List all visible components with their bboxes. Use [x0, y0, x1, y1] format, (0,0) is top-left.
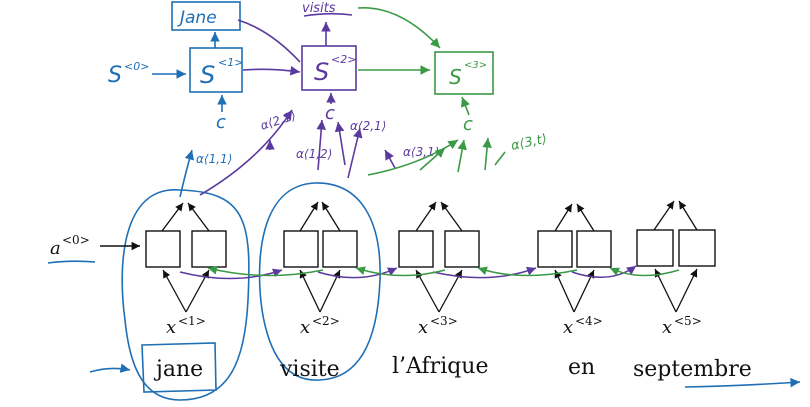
encoder-arrows	[161, 200, 698, 313]
green-attn-e	[494, 151, 506, 166]
bottom-right-arrow	[684, 377, 801, 388]
alpha11-label: α⟨1,1⟩	[196, 152, 232, 166]
x3-label: x	[418, 317, 428, 338]
s3-box	[434, 51, 494, 95]
decoder-step-2	[199, 12, 396, 196]
a0-label: a	[50, 238, 61, 259]
x2-label: x	[300, 317, 310, 338]
fwd-2-3	[317, 267, 398, 279]
c1-label: c	[216, 112, 226, 133]
fwd-1-2	[179, 268, 283, 280]
green-attn-b	[419, 147, 446, 171]
attention-oval-1	[121, 189, 250, 401]
left-arrow-squiggle	[89, 363, 131, 373]
bwd-cell-4	[576, 230, 612, 268]
visits-underline	[303, 12, 353, 17]
c2-label: c	[325, 103, 335, 124]
green-attn-d	[482, 137, 492, 171]
green-attn-a	[367, 139, 459, 176]
jane-box	[141, 342, 217, 393]
alpha-line-a	[316, 119, 327, 171]
x5-label: x	[662, 317, 672, 338]
fwd-3-4	[432, 266, 537, 279]
fwd-cell-4	[537, 230, 573, 268]
x1-label: x	[166, 317, 176, 338]
word-4: en	[568, 355, 595, 380]
x2-sup: <2>	[312, 314, 340, 328]
x5-sup: <5>	[674, 314, 702, 328]
s2-sup: <2>	[331, 53, 356, 66]
x1-sup: <1>	[178, 314, 206, 328]
x4-label: x	[563, 317, 573, 338]
x3-sup: <3>	[430, 314, 458, 328]
alpha-1-1-label: α⟨2,1⟩	[350, 119, 386, 133]
s2-label: S	[314, 58, 329, 86]
alpha-line-b	[334, 121, 346, 166]
s1-sup: <1>	[218, 56, 243, 69]
word-5: septembre	[633, 357, 752, 382]
c3-to-s3-arrow	[461, 96, 470, 116]
alpha21-arrow	[199, 109, 293, 196]
alpha-line-d	[384, 149, 396, 169]
c3-label: c	[463, 114, 473, 135]
s1-to-s2-arrow	[242, 65, 301, 76]
bwd-3-2	[355, 266, 446, 277]
bwd-4-3	[477, 266, 578, 277]
s3-sup: <3>	[464, 60, 487, 71]
s1-label: S	[200, 61, 215, 89]
bwd-cell-1	[191, 230, 227, 268]
s2-box	[301, 45, 357, 91]
s3-label: S	[449, 65, 462, 89]
word-3: l’Afrique	[392, 354, 489, 379]
word-2: visite	[279, 357, 340, 382]
s0-label: S	[108, 63, 122, 88]
output-word-box	[171, 1, 241, 31]
fwd-cell-3	[398, 230, 434, 268]
green-attn-c	[457, 139, 467, 173]
recurrent-connections	[179, 265, 680, 280]
alpha12-label: α⟨1,2⟩	[296, 147, 332, 161]
bwd-cell-2	[322, 230, 358, 268]
bwd-5-4	[609, 267, 680, 277]
fwd-4-5	[571, 265, 637, 278]
visits-to-s3	[357, 7, 441, 49]
output-word: Jane	[177, 8, 217, 28]
alpha3t-label: α⟨3,t⟩	[510, 132, 549, 154]
s1-box	[189, 47, 243, 93]
alpha-line-c	[347, 127, 363, 179]
bwd-cell-5	[678, 229, 716, 267]
jane-box-to-s2	[237, 19, 301, 63]
s0-sup: <0>	[124, 60, 149, 73]
decoder-step-1	[47, 1, 801, 401]
x4-sup: <4>	[575, 314, 603, 328]
word-1: jane	[153, 357, 203, 382]
fwd-cell-2	[283, 230, 319, 268]
encoder	[100, 229, 716, 268]
bwd-2-1	[207, 265, 324, 277]
visits-word: visits	[302, 1, 336, 16]
alpha11-arrow	[179, 149, 195, 198]
fwd-cell-5	[636, 229, 674, 267]
a0-underline	[47, 260, 96, 264]
attention-oval-2	[258, 182, 381, 381]
bwd-cell-3	[444, 230, 480, 268]
a0-sup: <0>	[62, 233, 90, 247]
fwd-cell-1	[145, 230, 181, 268]
decoder-step-3	[357, 7, 506, 176]
